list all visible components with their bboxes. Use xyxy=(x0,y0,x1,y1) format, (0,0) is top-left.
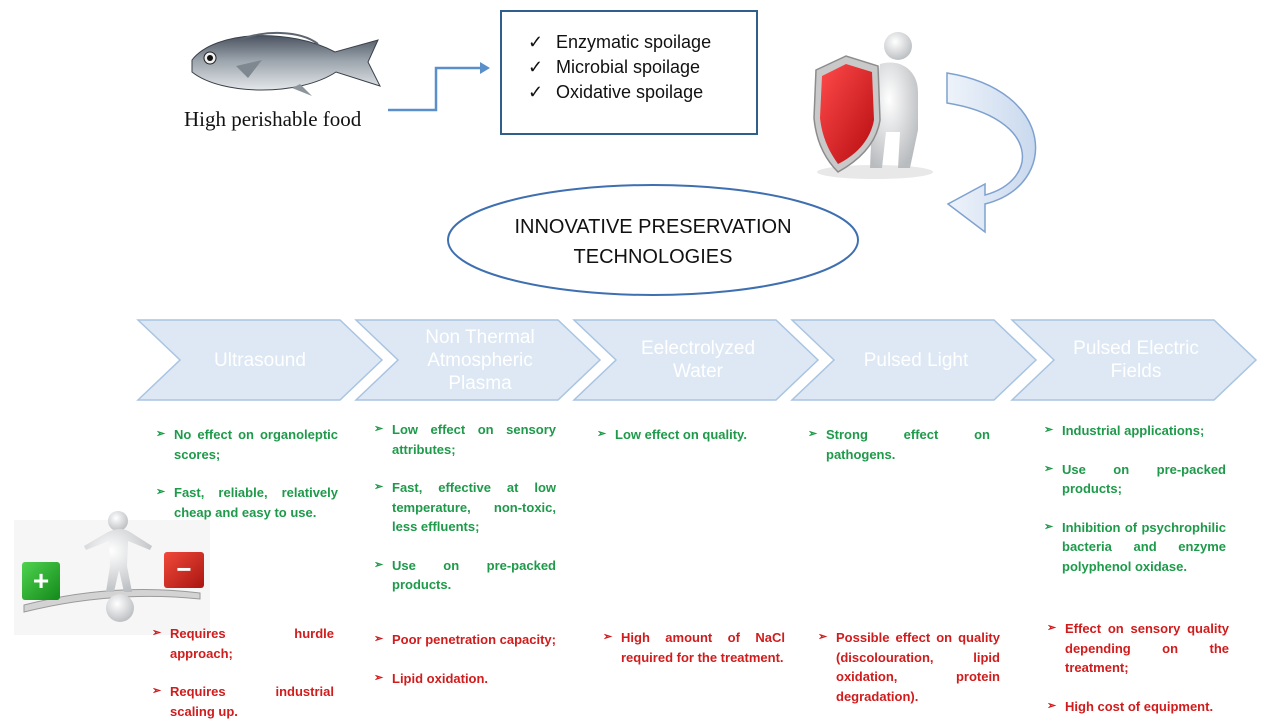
con-item: ➢Possible effect on quality (discolourat… xyxy=(818,630,1000,704)
pro-item: ➢Low effect on quality. xyxy=(597,425,785,445)
con-item: ➢High amount of NaCl required for the tr… xyxy=(603,630,785,665)
arrow-bullet-icon: ➢ xyxy=(1044,520,1054,533)
cons-ultrasound: ➢Requires hurdle approach; ➢Requires ind… xyxy=(152,624,334,721)
pro-item: ➢Inhibition of psychrophilic bacteria an… xyxy=(1044,519,1226,574)
arrow-bullet-icon: ➢ xyxy=(156,428,166,440)
pro-item: ➢Low effect on sensory attributes; xyxy=(374,422,556,457)
arrow-bullet-icon: ➢ xyxy=(1044,424,1054,436)
con-item: ➢Requires hurdle approach; xyxy=(152,626,334,661)
pros-light: ➢Strong effect on pathogens. xyxy=(808,425,990,464)
spoilage-item: ✓Microbial spoilage xyxy=(528,55,756,80)
central-ellipse xyxy=(447,184,859,296)
con-item: ➢Poor penetration capacity; xyxy=(374,630,556,650)
arrow-bullet-icon: ➢ xyxy=(818,631,828,643)
central-title-line: INNOVATIVE PRESERVATION xyxy=(514,216,792,238)
pro-item: ➢Industrial applications; xyxy=(1044,421,1226,441)
plus-icon: + xyxy=(32,565,50,596)
shield-figure-icon xyxy=(813,32,933,179)
central-title-line: TECHNOLOGIES xyxy=(573,246,733,268)
spoilage-item: ✓Enzymatic spoilage xyxy=(528,30,756,55)
arrow-bullet-icon: ➢ xyxy=(374,671,384,684)
arrow-bullet-icon: ➢ xyxy=(374,481,384,493)
arrow-bullet-icon: ➢ xyxy=(597,428,607,440)
chevron-label-ultrasound: Ultrasound xyxy=(214,349,306,371)
central-title: INNOVATIVE PRESERVATION TECHNOLOGIES xyxy=(470,212,836,272)
arrow-bullet-icon: ➢ xyxy=(808,428,818,440)
arrow-bullet-icon: ➢ xyxy=(374,423,384,435)
pro-item: ➢Strong effect on pathogens. xyxy=(808,427,990,462)
cons-pef: ➢Effect on sensory quality depending on … xyxy=(1047,619,1229,716)
spoilage-item: ✓Oxidative spoilage xyxy=(528,80,756,105)
chevron-label-light: Pulsed Light xyxy=(863,349,969,371)
arrow-bullet-icon: ➢ xyxy=(603,631,613,643)
perishable-food-label: High perishable food xyxy=(184,107,362,131)
con-item: ➢Lipid oxidation. xyxy=(374,669,556,689)
chevron-light xyxy=(790,319,1038,401)
pro-item: ➢No effect on organoleptic scores; xyxy=(156,427,338,462)
pro-item: ➢Use on pre-packed products. xyxy=(374,557,556,593)
check-icon: ✓ xyxy=(528,57,544,77)
con-item: ➢Requires industrial scaling up. xyxy=(152,684,334,719)
pro-item: ➢Fast, effective at low temperature, non… xyxy=(374,480,556,534)
pros-plasma: ➢Low effect on sensory attributes; ➢Fast… xyxy=(374,420,556,595)
arrow-bullet-icon: ➢ xyxy=(156,486,166,498)
chevron-water xyxy=(572,319,820,401)
chevron-ultrasound xyxy=(136,319,384,401)
chevron-row xyxy=(136,319,1258,401)
arrow-bullet-icon: ➢ xyxy=(152,627,162,639)
pros-ultrasound: ➢No effect on organoleptic scores; ➢Fast… xyxy=(156,425,338,522)
arrow-bullet-icon: ➢ xyxy=(1047,699,1057,712)
check-icon: ✓ xyxy=(528,82,544,102)
chevron-plasma xyxy=(354,319,602,401)
arrow-bullet-icon: ➢ xyxy=(1047,622,1057,634)
spoilage-box: ✓Enzymatic spoilage ✓Microbial spoilage … xyxy=(500,10,758,135)
balance-figure-icon xyxy=(14,511,210,635)
con-item: ➢Effect on sensory quality depending on … xyxy=(1047,621,1229,675)
check-icon: ✓ xyxy=(528,32,544,52)
con-item: ➢High cost of equipment. xyxy=(1047,697,1229,717)
curved-arrow-icon xyxy=(946,72,1037,234)
arrow-bullet-icon: ➢ xyxy=(1044,462,1054,475)
cons-light: ➢Possible effect on quality (discolourat… xyxy=(818,628,1000,706)
arrow-bullet-icon: ➢ xyxy=(152,685,162,697)
pro-item: ➢Use on pre-packed products; xyxy=(1044,461,1226,497)
cons-water: ➢High amount of NaCl required for the tr… xyxy=(603,628,785,667)
arrow-bullet-icon: ➢ xyxy=(374,558,384,571)
fish-icon xyxy=(191,32,381,96)
pros-water: ➢Low effect on quality. xyxy=(597,425,785,445)
connector-arrow xyxy=(388,62,490,112)
pro-item: ➢Fast, reliable, relatively cheap and ea… xyxy=(156,485,338,520)
cons-plasma: ➢Poor penetration capacity; ➢Lipid oxida… xyxy=(374,630,556,688)
arrow-bullet-icon: ➢ xyxy=(374,633,384,645)
minus-icon: − xyxy=(176,554,192,584)
pros-pef: ➢Industrial applications; ➢Use on pre-pa… xyxy=(1044,421,1226,576)
chevron-pef xyxy=(1010,319,1258,401)
